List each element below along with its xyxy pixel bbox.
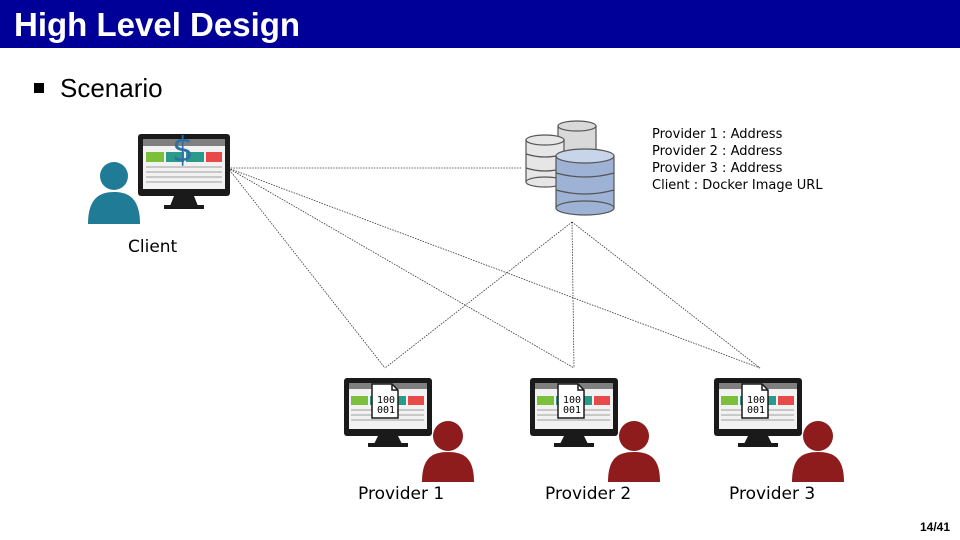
binary-text-top: 100 xyxy=(563,395,582,406)
bullet-square-icon xyxy=(34,83,44,93)
binary-text-bottom: 001 xyxy=(563,405,582,416)
registry-entry: Client : Docker Image URL xyxy=(652,178,823,193)
binary-file-icon xyxy=(371,383,399,419)
provider-person-icon xyxy=(792,421,844,482)
client-monitor-icon xyxy=(138,134,230,209)
binary-text-top: 100 xyxy=(377,395,396,406)
client-to-provider3-line xyxy=(227,167,761,369)
provider-person-icon xyxy=(608,421,660,482)
binary-file-icon xyxy=(741,383,769,419)
client-to-provider2-line xyxy=(227,167,575,369)
registry-to-provider3-line xyxy=(571,221,761,369)
provider-illustration xyxy=(530,378,660,482)
provider-label: Provider 3 xyxy=(729,484,816,504)
provider-node-3: 100 001 xyxy=(712,376,852,484)
title-bar: High Level Design xyxy=(0,0,960,48)
client-label: Client xyxy=(128,237,178,257)
client-dollar-symbol: $ xyxy=(172,130,194,170)
provider-label: Provider 2 xyxy=(545,484,632,504)
binary-file-icon xyxy=(557,383,585,419)
binary-text-bottom: 001 xyxy=(747,405,766,416)
provider-illustration xyxy=(344,378,474,482)
client-person-icon xyxy=(88,162,140,224)
database-icon xyxy=(525,120,615,216)
binary-text-bottom: 001 xyxy=(377,405,396,416)
slide-title: High Level Design xyxy=(14,6,301,43)
provider-illustration xyxy=(714,378,844,482)
registry-to-provider1-line xyxy=(384,221,573,369)
page-number: 14/41 xyxy=(919,520,950,534)
provider-node-1: 100 001 xyxy=(342,376,482,484)
client-illustration xyxy=(88,134,230,224)
registry-entry: Provider 1 : Address xyxy=(652,127,783,142)
registry-to-provider2-line xyxy=(571,221,575,369)
registry-entry: Provider 2 : Address xyxy=(652,144,783,159)
binary-text-top: 100 xyxy=(747,395,766,406)
client-to-provider1-line xyxy=(227,167,386,369)
provider-node-2: 100 001 xyxy=(528,376,668,484)
client-node: $ xyxy=(86,128,236,228)
provider-person-icon xyxy=(422,421,474,482)
registry-entry: Provider 3 : Address xyxy=(652,161,783,176)
provider-label: Provider 1 xyxy=(358,484,445,504)
registry-node xyxy=(522,118,620,218)
registry-entries: Provider 1 : Address Provider 2 : Addres… xyxy=(652,126,823,194)
bullet-text: Scenario xyxy=(60,73,163,103)
